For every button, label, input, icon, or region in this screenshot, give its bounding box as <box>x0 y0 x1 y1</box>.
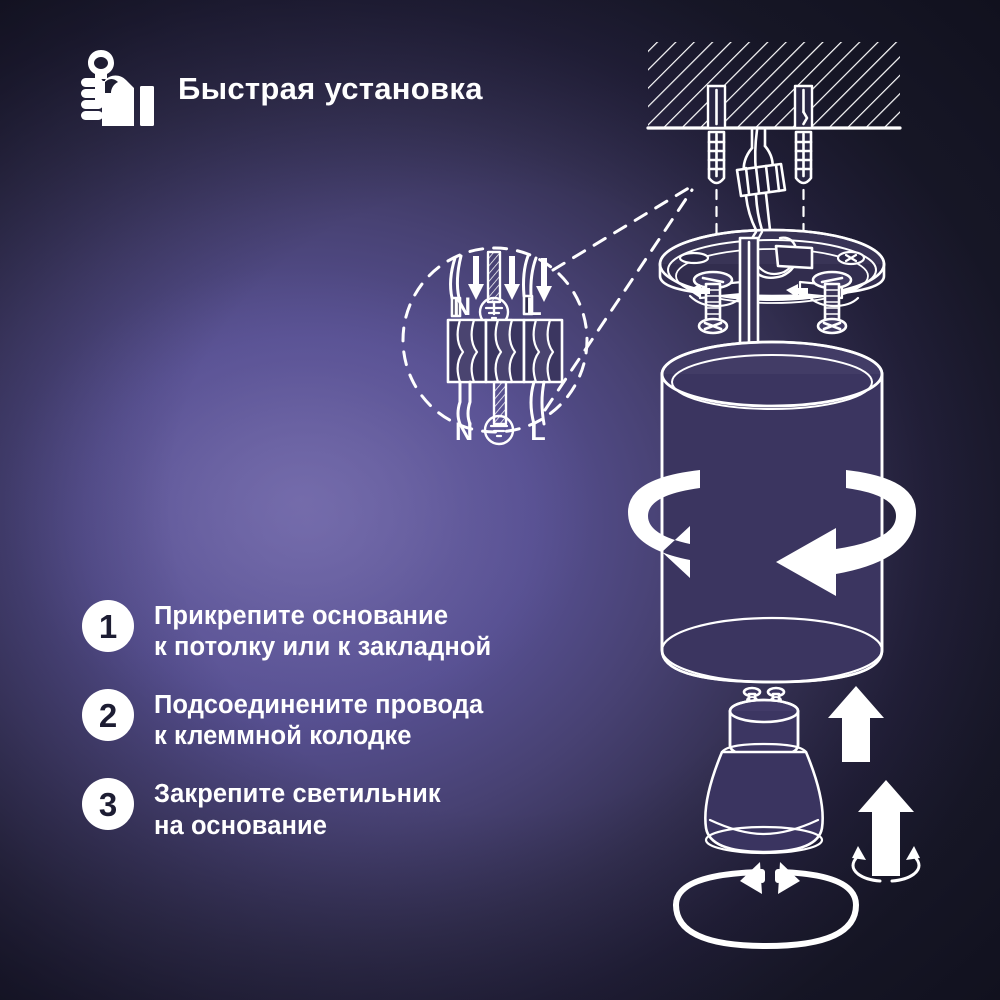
step-badge-2: 2 <box>82 689 134 742</box>
wall-anchor-left <box>707 130 726 185</box>
step-text-1: Прикрепите основание к потолку или к зак… <box>154 602 492 662</box>
detail-terminal-slots <box>446 318 564 384</box>
screw-turn-arrows <box>688 284 808 298</box>
base-plate-screw-left <box>692 270 734 335</box>
detail-lower-wire-live <box>529 380 546 426</box>
step-badge-1: 1 <box>82 600 134 652</box>
detail-insert-arrows <box>468 256 552 302</box>
step-item-1: 1 Прикрепите основание к потолку или к з… <box>82 598 491 663</box>
step-text-2: Подсоединените провода к клеммной колодк… <box>154 691 484 751</box>
page-title: Быстрая установка <box>178 71 483 106</box>
wall-anchor-right <box>794 130 813 185</box>
earth-ground-icon-bottom <box>483 414 515 446</box>
gu10-lamp <box>704 686 824 855</box>
detail-label-n-bottom: N <box>455 418 473 446</box>
step-item-3: 3 Закрепите светильник на основание <box>82 776 491 841</box>
luminaire-cylinder-body <box>660 340 884 684</box>
steps-list: 1 Прикрепите основание к потолку или к з… <box>82 598 491 842</box>
ceiling-anchor-holes <box>706 84 814 130</box>
push-up-twist-ring <box>851 846 921 883</box>
hand-holding-wrench-icon <box>81 50 154 126</box>
push-up-arrow-short <box>828 686 884 762</box>
ceiling-hatched-slab <box>646 42 902 130</box>
detail-label-n-top: N <box>453 293 471 321</box>
twist-arrow-around-body <box>628 470 916 596</box>
detail-label-l-bottom: L <box>530 418 545 446</box>
push-up-arrow-long <box>858 780 914 876</box>
terminal-block <box>735 162 787 198</box>
screw-turn-ellipses <box>688 294 860 308</box>
detail-wire-earth <box>486 250 502 316</box>
detail-label-l-top: L <box>526 293 541 321</box>
detail-lower-wire-earth <box>492 380 508 426</box>
header: Быстрая установка <box>78 48 483 130</box>
anchor-alignment-guides <box>715 188 805 250</box>
wires-to-base <box>744 192 772 232</box>
detail-wire-live <box>522 254 538 316</box>
callout-leader-lines <box>543 184 694 412</box>
step-badge-3: 3 <box>82 778 134 831</box>
step-text-3: Закрепите светильник на основание <box>154 780 441 840</box>
detail-wire-neutral <box>449 254 463 318</box>
detail-lower-wire-neutral <box>456 380 472 426</box>
twist-ring-bottom <box>673 862 859 949</box>
step-item-2: 2 Подсоединените провода к клеммной коло… <box>82 687 491 752</box>
